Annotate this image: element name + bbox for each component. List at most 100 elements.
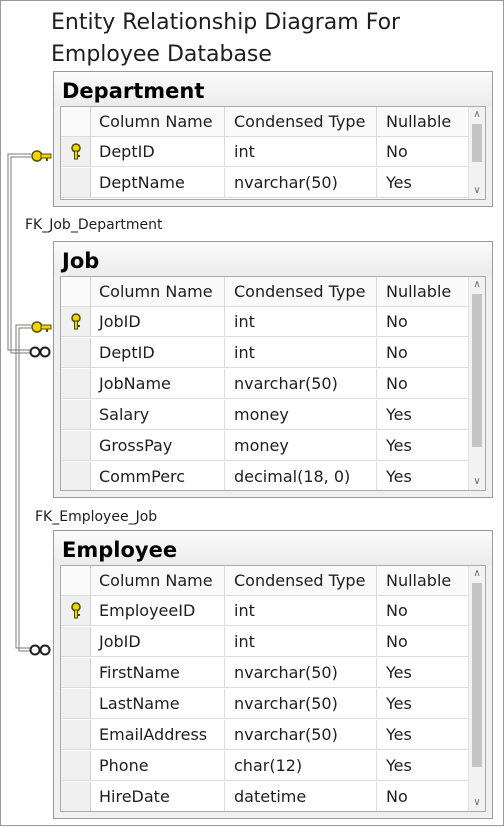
- header-column-name[interactable]: Column Name: [91, 277, 225, 307]
- condensed-type-cell[interactable]: char(12): [225, 751, 377, 781]
- row-selector-cell[interactable]: [61, 596, 91, 626]
- scroll-up-arrow-icon[interactable]: ∧: [473, 279, 481, 290]
- fk-employee-job-line[interactable]: [15, 324, 31, 652]
- nullable-cell[interactable]: Yes: [377, 431, 469, 461]
- row-selector-cell[interactable]: [61, 137, 91, 167]
- column-name-cell[interactable]: JobID: [91, 307, 225, 337]
- condensed-type-cell[interactable]: int: [225, 338, 377, 368]
- column-name-cell[interactable]: Phone: [91, 751, 225, 781]
- header-nullable[interactable]: Nullable: [377, 107, 469, 137]
- nullable-cell[interactable]: No: [377, 782, 469, 811]
- vertical-scrollbar[interactable]: ∧∨: [468, 277, 485, 490]
- condensed-type-cell[interactable]: decimal(18, 0): [225, 462, 377, 490]
- column-name-cell[interactable]: GrossPay: [91, 431, 225, 461]
- header-condensed-type[interactable]: Condensed Type: [225, 107, 377, 137]
- nullable-cell[interactable]: Yes: [377, 400, 469, 430]
- scroll-up-arrow-icon[interactable]: ∧: [473, 568, 481, 579]
- row-selector-cell[interactable]: [61, 338, 91, 368]
- nullable-cell[interactable]: Yes: [377, 658, 469, 688]
- header-condensed-type[interactable]: Condensed Type: [225, 277, 377, 307]
- header-column-name[interactable]: Column Name: [91, 566, 225, 596]
- row-selector-cell[interactable]: [61, 462, 91, 490]
- row-selector-cell[interactable]: [61, 431, 91, 461]
- column-name-cell[interactable]: FirstName: [91, 658, 225, 688]
- nullable-cell[interactable]: No: [377, 338, 469, 368]
- header-column-name[interactable]: Column Name: [91, 107, 225, 137]
- nullable-cell[interactable]: No: [377, 627, 469, 657]
- header-condensed-type[interactable]: Condensed Type: [225, 566, 377, 596]
- nullable-cell[interactable]: Yes: [377, 462, 469, 490]
- nullable-cell[interactable]: Yes: [377, 168, 469, 198]
- header-nullable[interactable]: Nullable: [377, 566, 469, 596]
- condensed-type-cell[interactable]: nvarchar(50): [225, 369, 377, 399]
- condensed-type-cell[interactable]: nvarchar(50): [225, 689, 377, 719]
- condensed-type-cell[interactable]: money: [225, 431, 377, 461]
- condensed-type-cell[interactable]: int: [225, 307, 377, 337]
- vertical-scrollbar[interactable]: ∧∨: [468, 566, 485, 811]
- scroll-down-arrow-icon[interactable]: ∨: [473, 476, 481, 487]
- row-selector-cell[interactable]: [61, 168, 91, 198]
- fk-job-department-line[interactable]: [7, 153, 31, 354]
- row-selector-cell[interactable]: [61, 658, 91, 688]
- scrollbar-thumb[interactable]: [472, 583, 482, 767]
- row-selector-cell[interactable]: [61, 307, 91, 337]
- row-selector-cell[interactable]: [61, 720, 91, 750]
- scrollbar-thumb[interactable]: [472, 294, 482, 447]
- nullable-cell[interactable]: No: [377, 137, 469, 167]
- column-name-cell[interactable]: EmployeeID: [91, 596, 225, 626]
- nullable-cell[interactable]: No: [377, 307, 469, 337]
- condensed-type-cell[interactable]: int: [225, 137, 377, 167]
- condensed-type-cell[interactable]: int: [225, 627, 377, 657]
- scrollbar-thumb[interactable]: [472, 124, 482, 162]
- condensed-type-cell[interactable]: money: [225, 400, 377, 430]
- column-name-cell[interactable]: JobID: [91, 627, 225, 657]
- condensed-type-cell[interactable]: nvarchar(50): [225, 658, 377, 688]
- row-selector-cell[interactable]: [61, 400, 91, 430]
- column-name-cell[interactable]: LastName: [91, 689, 225, 719]
- nullable-cell[interactable]: No: [377, 369, 469, 399]
- scroll-down-arrow-icon[interactable]: ∨: [473, 797, 481, 808]
- nullable-cell[interactable]: Yes: [377, 689, 469, 719]
- nullable-cell[interactable]: No: [377, 596, 469, 626]
- condensed-type-cell[interactable]: int: [225, 596, 377, 626]
- column-name-cell[interactable]: DeptID: [91, 338, 225, 368]
- header-nullable[interactable]: Nullable: [377, 277, 469, 307]
- row-selector-cell[interactable]: [61, 369, 91, 399]
- condensed-type-cell[interactable]: datetime: [225, 782, 377, 811]
- column-name-cell[interactable]: Salary: [91, 400, 225, 430]
- scroll-down-arrow-icon[interactable]: ∨: [473, 185, 481, 196]
- row-selector-cell[interactable]: [61, 627, 91, 657]
- row-selector-cell[interactable]: [61, 782, 91, 811]
- column-name-cell[interactable]: DeptID: [91, 137, 225, 167]
- column-name-cell[interactable]: HireDate: [91, 782, 225, 811]
- condensed-type-cell[interactable]: nvarchar(50): [225, 720, 377, 750]
- row-selector-cell[interactable]: [61, 689, 91, 719]
- scroll-up-arrow-icon[interactable]: ∧: [473, 109, 481, 120]
- column-name-cell[interactable]: DeptName: [91, 168, 225, 198]
- column-name-cell[interactable]: CommPerc: [91, 462, 225, 490]
- column-name-cell[interactable]: JobName: [91, 369, 225, 399]
- row-selector-cell[interactable]: [61, 751, 91, 781]
- condensed-type-cell[interactable]: nvarchar(50): [225, 168, 377, 198]
